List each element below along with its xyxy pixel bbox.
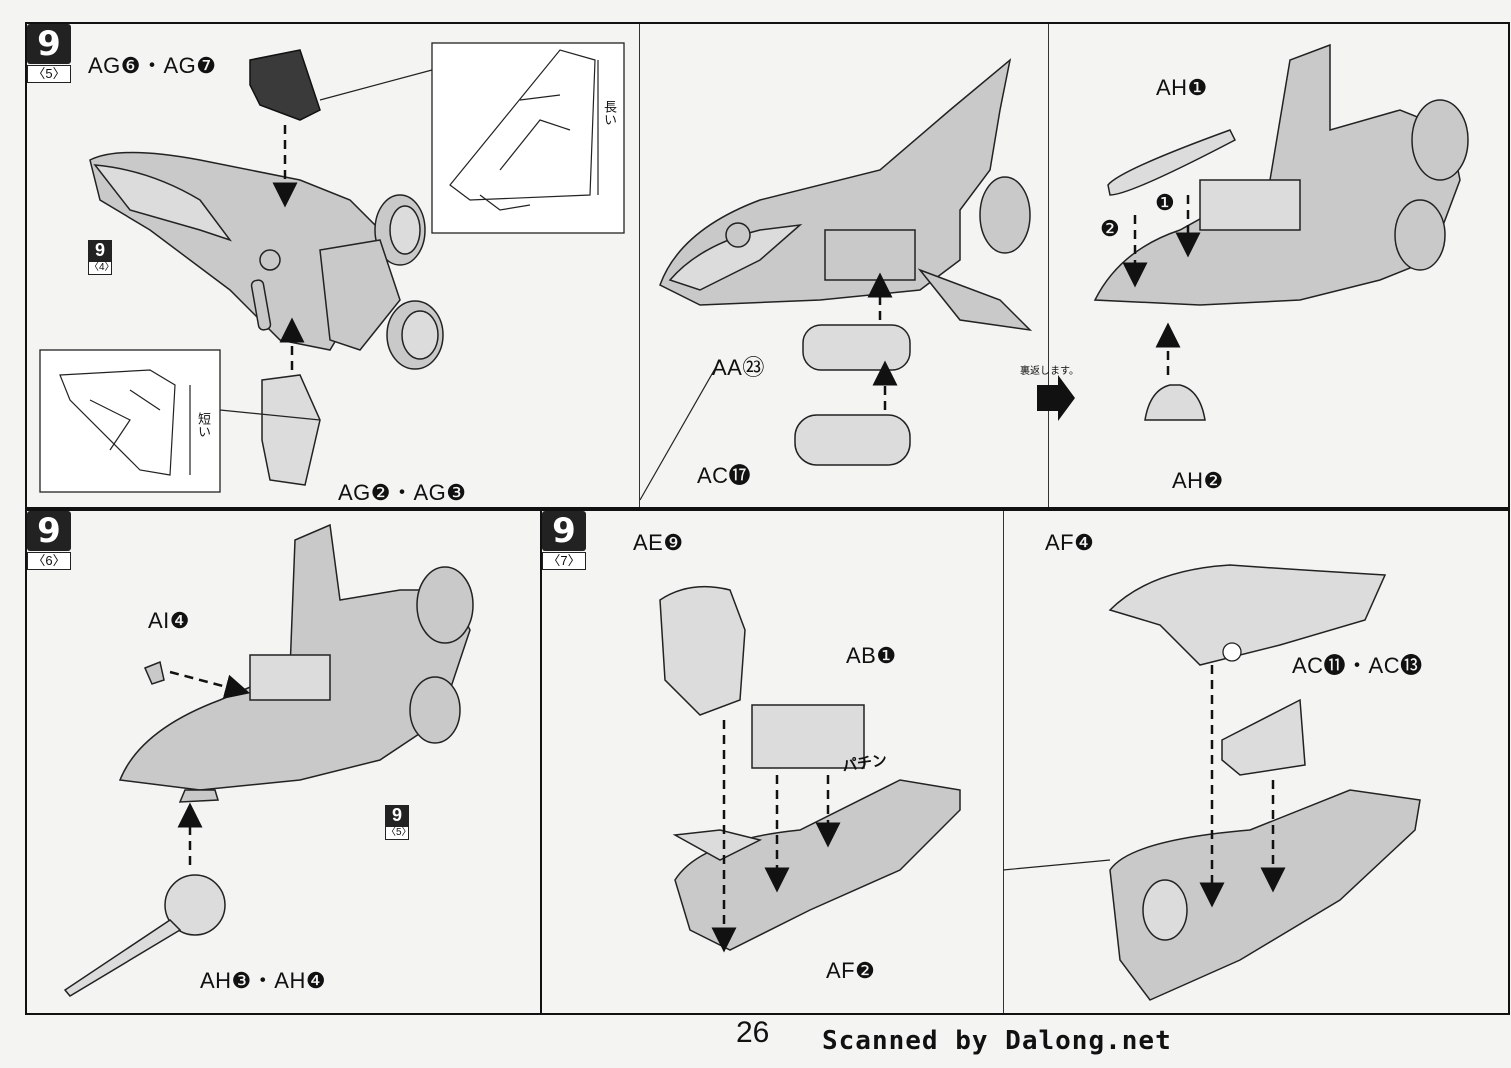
step-number: 9 (27, 511, 71, 551)
part-ac17 (794, 414, 911, 466)
part-ab1 (751, 704, 865, 769)
part-label-af2: AF❷ (826, 958, 876, 983)
fuselage-step5a-drawing (89, 151, 444, 370)
step-substep: 〈7〉 (542, 552, 586, 570)
panel-divider (1003, 511, 1004, 1013)
ref-step-number: 9 (385, 805, 409, 826)
step-badge: 9 〈5〉 (27, 24, 71, 83)
part-label-ai4: AI❹ (148, 608, 191, 633)
part-ah1 (1107, 129, 1236, 196)
panel-divider (1048, 24, 1049, 507)
part-ac1113 (1221, 698, 1306, 776)
part-label-ag67: AG❻・AG❼ (88, 53, 217, 78)
ref-substep: 〈4〉 (88, 261, 115, 275)
part-af4 (1108, 564, 1387, 666)
tail-fin-ag67 (249, 49, 321, 121)
part-aa23 (802, 324, 911, 371)
order-marker-1: ❶ (1155, 190, 1176, 215)
ref-substep: 〈5〉 (385, 826, 412, 840)
order-marker-2: ❷ (1100, 216, 1121, 241)
ref-step-number: 9 (88, 240, 112, 261)
part-label-af4: AF❹ (1045, 530, 1095, 555)
fuselage-step5b-drawing (659, 58, 1033, 332)
panel-divider (639, 24, 640, 507)
ref-badge: 9 〈5〉 (385, 805, 412, 840)
tail-fin-ag23 (261, 374, 321, 486)
part-label-ae9: AE❾ (633, 530, 684, 555)
page-number: 26 (736, 1016, 770, 1049)
fuselage-step6-drawing (118, 523, 474, 803)
step-number: 9 (542, 511, 586, 551)
fuselage-half-af2-drawing (672, 779, 961, 951)
part-label-ah2: AH❷ (1172, 468, 1224, 493)
step-substep: 〈6〉 (27, 552, 71, 570)
panel-step-9-5 (25, 22, 1510, 509)
step-badge: 9 〈7〉 (542, 511, 586, 570)
part-ae9 (659, 585, 746, 716)
inset-label-short: 短い (196, 412, 211, 438)
part-label-aa23: AA㉓ (712, 355, 765, 380)
part-label-ac1113: AC⓫・AC⓭ (1292, 653, 1423, 678)
fuselage-half-final-drawing (1109, 789, 1421, 1001)
inset-label-long: 長い (602, 100, 617, 126)
step-number: 9 (27, 24, 71, 64)
part-label-ah34: AH❸・AH❹ (200, 968, 327, 993)
part-label-ac17: AC⓱ (697, 463, 752, 488)
part-label-ah1: AH❶ (1156, 75, 1208, 100)
panel-step-9-7 (540, 509, 1510, 1015)
part-ah34 (63, 874, 226, 997)
flip-note: 裏返します。 (1020, 366, 1079, 377)
ref-badge: 9 〈4〉 (88, 240, 115, 275)
part-ah2 (1144, 384, 1206, 421)
part-ai4 (144, 660, 165, 685)
inset-long-fin (431, 42, 625, 234)
step-substep: 〈5〉 (27, 65, 71, 83)
step-badge: 9 〈6〉 (27, 511, 71, 570)
scan-credit: Scanned by Dalong.net (822, 1026, 1172, 1056)
part-label-ag23: AG❷・AG❸ (338, 480, 467, 505)
flip-arrow-icon (1037, 375, 1075, 421)
part-label-ab1: AB❶ (846, 643, 897, 668)
